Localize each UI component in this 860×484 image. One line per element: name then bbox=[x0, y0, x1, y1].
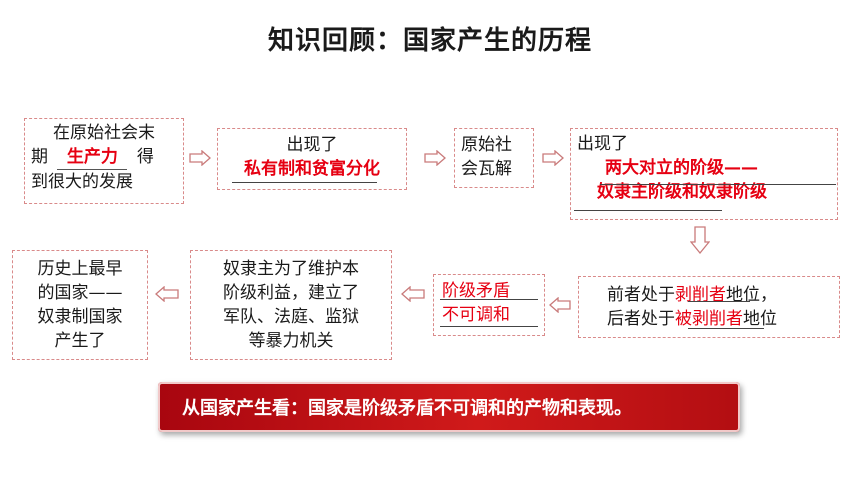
box8-line4: 产生了 bbox=[54, 331, 106, 351]
arrow-left-icon bbox=[549, 297, 571, 313]
box5-line2: 后者处于被剥削者地位 bbox=[607, 309, 777, 329]
box3-line1: 原始社 bbox=[461, 135, 512, 155]
arrow-right-icon bbox=[542, 150, 564, 166]
box5-line1: 前者处于剥削者地位， bbox=[607, 285, 777, 305]
box8-line3: 奴隶制国家 bbox=[37, 307, 123, 327]
arrow-right-icon bbox=[424, 150, 446, 166]
box3-line2: 会瓦解 bbox=[461, 159, 512, 179]
arrow-down-icon bbox=[690, 226, 710, 254]
box1-line3: 到很大的发展 bbox=[31, 172, 133, 192]
box1-line2: 期 生产力 得 bbox=[31, 145, 177, 170]
two-classes-answer: 两大对立的阶级—— bbox=[605, 158, 758, 178]
arrow-right-icon bbox=[189, 150, 211, 166]
box8-line2: 的国家—— bbox=[37, 283, 123, 303]
box-earliest-state: 历史上最早 的国家—— 奴隶制国家 产生了 bbox=[12, 250, 148, 360]
arrow-left-icon bbox=[401, 286, 425, 302]
box6-underline-2 bbox=[440, 326, 538, 327]
exploited-answer: 被剥削者 bbox=[675, 309, 743, 329]
box4-underline-2 bbox=[574, 210, 722, 211]
box4-line1: 出现了 bbox=[577, 134, 628, 154]
box2-line1: 出现了 bbox=[286, 135, 338, 155]
contradiction-answer-1: 阶级矛盾 bbox=[442, 281, 510, 301]
private-property-answer: 私有制和贫富分化 bbox=[244, 159, 380, 179]
conclusion-banner: 从国家产生看：国家是阶级矛盾不可调和的产物和表现。 bbox=[158, 382, 740, 432]
box7-line2: 阶级利益，建立了 bbox=[223, 283, 359, 303]
box2-underline bbox=[232, 182, 377, 183]
box5-underline-2 bbox=[688, 328, 764, 329]
box1-line1: 在原始社会末 bbox=[53, 123, 155, 143]
page-title: 知识回顾：国家产生的历程 bbox=[267, 26, 592, 56]
box8-line1: 历史上最早 bbox=[37, 259, 123, 279]
arrow-left-icon bbox=[155, 286, 179, 302]
box6-underline-1 bbox=[440, 299, 538, 300]
contradiction-answer-2: 不可调和 bbox=[442, 305, 510, 325]
box-state-apparatus: 奴隶主为了维护本 阶级利益，建立了 军队、法庭、监狱 等暴力机关 bbox=[190, 250, 392, 360]
box-class-contradiction: 阶级矛盾 不可调和 bbox=[433, 274, 545, 336]
exploiter-answer: 剥削者 bbox=[675, 285, 726, 305]
box7-line3: 军队、法庭、监狱 bbox=[223, 307, 359, 327]
box7-line1: 奴隶主为了维护本 bbox=[223, 259, 359, 279]
box-productivity: 在原始社会末 期 生产力 得 到很大的发展 bbox=[24, 118, 184, 204]
productivity-answer: 生产力 bbox=[57, 145, 128, 170]
box-exploitation: 前者处于剥削者地位， 后者处于被剥削者地位 bbox=[578, 276, 840, 338]
box4-underline-1 bbox=[600, 184, 836, 185]
box-two-classes: 出现了 两大对立的阶级—— 奴隶主阶级和奴隶阶级 bbox=[570, 128, 838, 220]
class-names-answer: 奴隶主阶级和奴隶阶级 bbox=[597, 182, 767, 202]
box-primitive-collapse: 原始社 会瓦解 bbox=[454, 128, 534, 188]
box7-line4: 等暴力机关 bbox=[248, 331, 334, 351]
box-private-property: 出现了 私有制和贫富分化 bbox=[217, 128, 407, 190]
box5-underline-1 bbox=[688, 301, 750, 302]
